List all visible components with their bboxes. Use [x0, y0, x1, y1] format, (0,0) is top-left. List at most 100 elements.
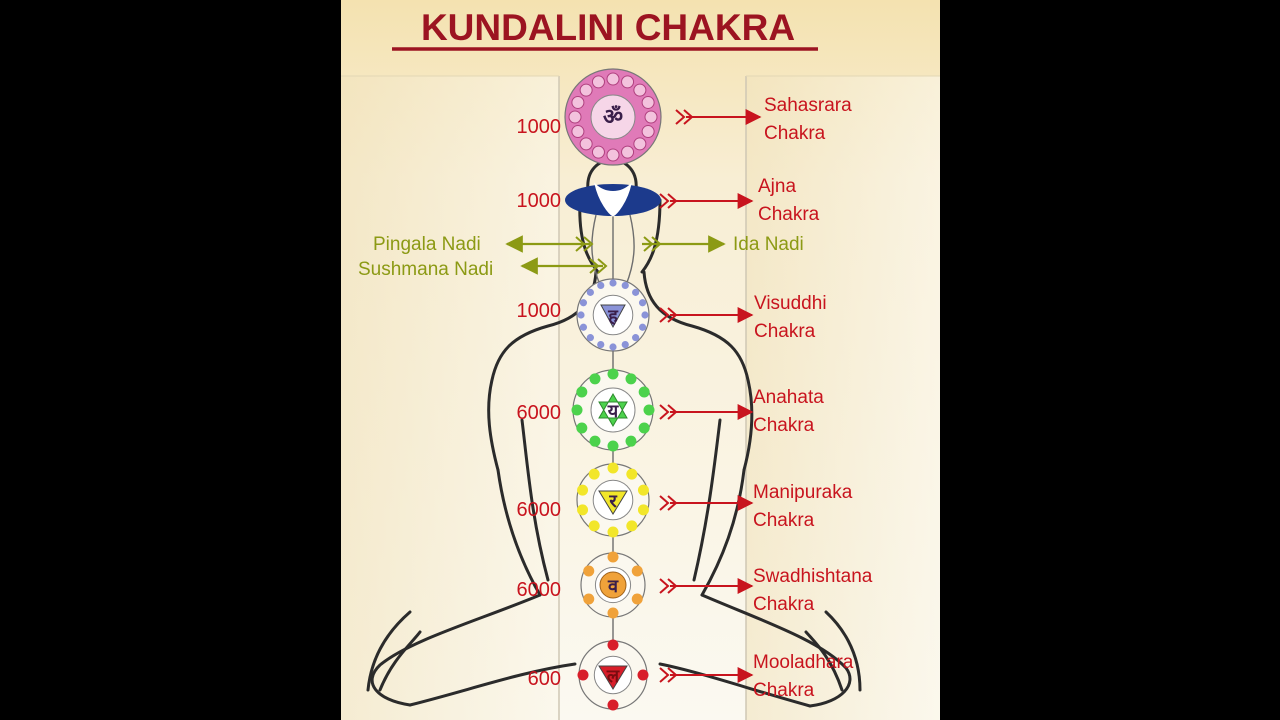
- petal: [633, 137, 647, 151]
- petal: [577, 504, 589, 516]
- chakra-symbol: व: [607, 576, 619, 597]
- petal: [607, 699, 619, 711]
- chakra-swadhishtana: व: [580, 551, 646, 619]
- chakra-name-manipuraka: Manipuraka: [753, 482, 853, 503]
- petal: [583, 593, 595, 605]
- petal: [576, 386, 588, 398]
- petal: [597, 281, 605, 290]
- ida-nadi-label: Ida Nadi: [733, 234, 804, 255]
- petal: [607, 462, 619, 474]
- petal: [637, 484, 649, 496]
- petal: [583, 565, 595, 577]
- petal: [625, 373, 637, 385]
- petal-count-mooladhara: 600: [528, 668, 561, 690]
- petal: [607, 639, 619, 651]
- sushmana-nadi-tail: [589, 258, 608, 274]
- petal: [633, 83, 647, 97]
- petal: [588, 468, 600, 480]
- petal: [621, 75, 635, 89]
- triangle-shape: [598, 665, 628, 690]
- petal: [579, 323, 588, 331]
- chakra-name-suffix-visuddhi: Chakra: [754, 321, 816, 342]
- chakra-inner-circle: [590, 387, 636, 433]
- petal: [631, 565, 643, 577]
- petal: [588, 520, 600, 532]
- chakra-anahata: य: [571, 368, 655, 452]
- chakra-name-visuddhi: Visuddhi: [754, 293, 827, 314]
- chakra-symbol: र: [608, 491, 617, 512]
- petal: [621, 281, 629, 290]
- petal: [571, 404, 583, 416]
- petal: [576, 422, 588, 434]
- chakra-manipuraka: र: [576, 462, 650, 538]
- petal: [606, 72, 620, 86]
- chakra-name-suffix-manipuraka: Chakra: [753, 510, 815, 531]
- sushmana-nadi-label: Sushmana Nadi: [358, 259, 493, 280]
- petal: [579, 299, 588, 307]
- petal-count-anahata: 6000: [517, 402, 562, 424]
- chakra-name-labels: SahasraraChakraAjnaChakraVisuddhiChakraA…: [659, 95, 873, 701]
- chakra-symbol: ह: [607, 306, 619, 327]
- petal: [637, 504, 649, 516]
- ajna-petal: [594, 182, 632, 217]
- crescent-shape: [599, 571, 627, 599]
- chakra-name-suffix-swadhishtana: Chakra: [753, 594, 815, 615]
- petal: [641, 311, 649, 319]
- ida-nadi-tail: [643, 236, 662, 252]
- petal: [625, 435, 637, 447]
- chakra-name-mooladhara: Mooladhara: [753, 652, 854, 673]
- petal: [626, 520, 638, 532]
- petal: [607, 368, 619, 380]
- petal: [631, 593, 643, 605]
- chakra-name-ajna: Ajna: [758, 176, 796, 197]
- petal: [607, 440, 619, 452]
- petal: [609, 343, 617, 351]
- petal-count-sahasrara: 1000: [517, 116, 562, 138]
- petal: [638, 422, 650, 434]
- petal-count-swadhishtana: 6000: [517, 579, 562, 601]
- pingala-nadi-label: Pingala Nadi: [373, 234, 481, 255]
- petal: [591, 145, 605, 159]
- petal: [644, 110, 658, 124]
- petal: [577, 669, 589, 681]
- chakra-name-suffix-sahasrara: Chakra: [764, 123, 826, 144]
- petal: [607, 551, 619, 563]
- left-panel: [341, 76, 559, 720]
- pingala-nadi-tail: [575, 236, 594, 252]
- chakra-stack: ॐ ह य र व ल: [564, 68, 662, 711]
- chakra-ajna: [565, 182, 661, 217]
- page-title: KUNDALINI CHAKRA: [421, 7, 795, 48]
- petal: [638, 323, 647, 331]
- triangle-shape: [598, 490, 628, 515]
- petal: [626, 468, 638, 480]
- chakra-name-suffix-anahata: Chakra: [753, 415, 815, 436]
- petal: [632, 288, 640, 296]
- chakra-name-sahasrara: Sahasrara: [764, 95, 852, 116]
- petal: [643, 404, 655, 416]
- right-panel: [746, 76, 940, 720]
- petal: [568, 110, 582, 124]
- chakra-mooladhara: ल: [577, 639, 649, 711]
- petal: [641, 95, 655, 109]
- petal-count-manipuraka: 6000: [517, 499, 562, 521]
- petal: [638, 386, 650, 398]
- nadi-labels: Pingala Nadi Sushmana Nadi Ida Nadi: [358, 234, 804, 280]
- petal: [579, 137, 593, 151]
- petal: [577, 311, 585, 319]
- petal: [577, 484, 589, 496]
- petal: [579, 83, 593, 97]
- chakra-inner-circle: [590, 94, 636, 140]
- petal: [586, 288, 594, 296]
- petal: [621, 340, 629, 349]
- petal: [632, 334, 640, 342]
- petal: [641, 125, 655, 139]
- petal: [621, 145, 635, 159]
- petal: [589, 435, 601, 447]
- chakra-symbol: य: [607, 401, 620, 422]
- petal: [609, 279, 617, 287]
- petal: [637, 669, 649, 681]
- petal: [607, 607, 619, 619]
- chakra-symbol: ॐ: [603, 105, 623, 130]
- chakra-symbol: ल: [606, 666, 620, 687]
